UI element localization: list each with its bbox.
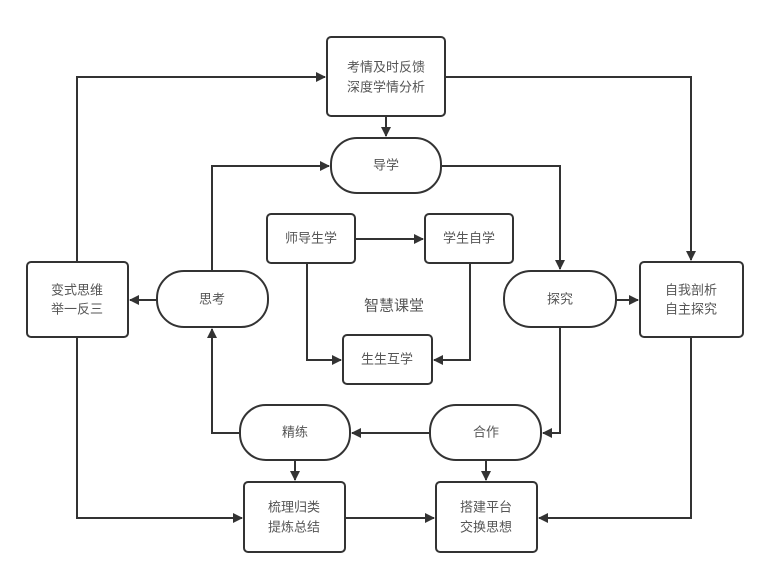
center-title: 智慧课堂 <box>364 297 424 315</box>
node-self-analysis-line2: 自主探究 <box>665 303 717 318</box>
node-explore[interactable]: 探究 <box>503 270 617 328</box>
node-self-study[interactable]: 学生自学 <box>424 213 514 264</box>
node-self-analysis-line1: 自我剖析 <box>665 284 717 299</box>
node-feedback[interactable]: 考情及时反馈 深度学情分析 <box>326 36 446 117</box>
edge-feedback-to-selfanalysis <box>445 76 696 261</box>
node-think[interactable]: 思考 <box>156 270 269 328</box>
node-feedback-line1: 考情及时反馈 <box>347 61 425 76</box>
node-teacher-guides-label: 师导生学 <box>285 231 337 247</box>
edge-explore-to-cooperate <box>542 327 561 438</box>
node-practice[interactable]: 精练 <box>239 404 351 461</box>
node-summarize-line2: 提炼总结 <box>268 520 320 536</box>
node-feedback-line2: 深度学情分析 <box>347 80 425 96</box>
node-summarize[interactable]: 梳理归类 提炼总结 <box>243 481 346 553</box>
node-variant-thinking-line2: 举一反三 <box>51 303 103 318</box>
edge-teacher-to-peer <box>306 263 342 365</box>
node-guide[interactable]: 导学 <box>330 137 442 194</box>
edges <box>76 72 696 523</box>
edge-self-to-peer <box>433 263 471 365</box>
node-peer-study[interactable]: 生生互学 <box>342 334 433 385</box>
node-platform-line1: 搭建平台 <box>460 500 512 516</box>
edge-selfanalysis-to-platform <box>538 337 692 523</box>
node-practice-label: 精练 <box>282 426 308 441</box>
node-teacher-guides[interactable]: 师导生学 <box>266 213 356 264</box>
node-variant-thinking-line1: 变式思维 <box>51 283 103 299</box>
node-peer-study-label: 生生互学 <box>361 352 413 368</box>
edge-variant-to-summarize <box>76 337 243 523</box>
node-summarize-line1: 梳理归类 <box>268 501 320 516</box>
edge-practice-to-think <box>207 328 240 434</box>
node-think-label: 思考 <box>199 293 225 308</box>
node-self-analysis[interactable]: 自我剖析 自主探究 <box>639 261 744 338</box>
node-self-study-label: 学生自学 <box>443 231 495 247</box>
edge-think-to-guide <box>211 161 330 271</box>
node-guide-label: 导学 <box>373 158 399 174</box>
node-explore-label: 探究 <box>547 293 573 308</box>
node-platform[interactable]: 搭建平台 交换思想 <box>435 481 538 553</box>
node-cooperate-label: 合作 <box>473 426 499 441</box>
node-platform-line2: 交换思想 <box>460 520 512 536</box>
edge-guide-to-explore <box>441 165 565 270</box>
node-variant-thinking[interactable]: 变式思维 举一反三 <box>26 261 129 338</box>
edge-variant-to-feedback <box>76 72 326 262</box>
node-cooperate[interactable]: 合作 <box>429 404 542 461</box>
